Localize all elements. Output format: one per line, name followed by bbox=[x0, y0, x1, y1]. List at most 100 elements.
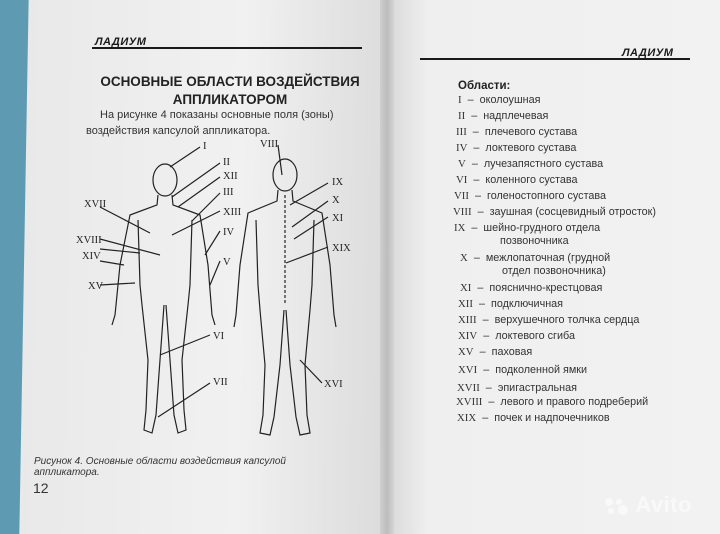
area-number: II bbox=[458, 110, 466, 122]
area-item: VI–коленного сустава bbox=[456, 174, 578, 186]
area-number: VIII bbox=[453, 206, 472, 218]
area-dash: – bbox=[482, 412, 489, 424]
area-description: шейно-грудного отдела bbox=[483, 222, 601, 234]
area-dash: – bbox=[479, 298, 486, 310]
area-number: IX bbox=[454, 222, 466, 234]
area-item: XII–подключичная bbox=[458, 298, 563, 310]
svg-text:III: III bbox=[223, 187, 234, 198]
watermark-text: Avito bbox=[635, 492, 692, 517]
area-number: XI bbox=[460, 282, 472, 294]
area-number: XII bbox=[458, 298, 473, 310]
area-number: XIV bbox=[458, 330, 478, 342]
area-number: III bbox=[456, 126, 467, 138]
area-item: IV–локтевого сустава bbox=[456, 142, 576, 154]
area-dash: – bbox=[473, 252, 480, 264]
svg-text:XVI: XVI bbox=[324, 379, 343, 390]
right-page bbox=[386, 0, 720, 534]
front-head bbox=[152, 163, 178, 197]
area-description: заушная (сосцевидный отросток) bbox=[489, 206, 656, 218]
avito-logo-icon bbox=[605, 498, 629, 516]
area-number: XIX bbox=[457, 412, 477, 424]
area-description: коленного сустава bbox=[485, 174, 578, 186]
area-number: IV bbox=[456, 142, 468, 154]
area-description: надплечевая bbox=[483, 110, 549, 122]
area-description: голеностопного сустава bbox=[487, 190, 607, 202]
svg-text:XI: XI bbox=[332, 213, 344, 224]
area-dash: – bbox=[471, 222, 478, 234]
header-rule-left bbox=[92, 47, 362, 49]
front-legs bbox=[137, 219, 193, 434]
area-description: верхушечного толчка сердца bbox=[494, 314, 640, 326]
svg-text:IV: IV bbox=[223, 227, 234, 238]
back-torso-arms bbox=[233, 189, 337, 328]
area-dash: – bbox=[473, 142, 480, 154]
area-number: XV bbox=[458, 346, 474, 358]
area-description: лучезапястного сустава bbox=[483, 158, 604, 170]
area-dash: – bbox=[467, 94, 474, 106]
running-head-right: ЛАДИУМ bbox=[622, 47, 674, 59]
running-head-left: ЛАДИУМ bbox=[95, 36, 147, 48]
area-dash: – bbox=[482, 314, 489, 326]
back-head bbox=[272, 158, 298, 192]
area-dash: – bbox=[485, 382, 492, 394]
area-description: пояснично-крестцовая bbox=[489, 282, 603, 294]
front-torso-arms bbox=[111, 194, 216, 326]
body-zones-figure: I II XII III XIII IV V VI VII VIII IX X … bbox=[76, 139, 351, 436]
section-title: ОСНОВНЫЕ ОБЛАСТИ ВОЗДЕЙСТВИЯ АППЛИКАТОРО… bbox=[100, 74, 360, 107]
area-dash: – bbox=[475, 190, 482, 202]
page-number: 12 bbox=[33, 480, 49, 496]
area-description: левого и правого подреберий bbox=[500, 396, 649, 408]
area-number: XVII bbox=[457, 382, 480, 394]
svg-text:XVIII: XVIII bbox=[76, 235, 102, 246]
figure-caption: Рисунок 4. Основные области воздействия … bbox=[34, 456, 286, 478]
svg-text:V: V bbox=[223, 257, 231, 268]
svg-text:XVII: XVII bbox=[84, 199, 107, 210]
area-dash: – bbox=[483, 364, 490, 376]
svg-text:X: X bbox=[332, 195, 340, 206]
back-legs bbox=[255, 219, 315, 436]
area-dash: – bbox=[477, 282, 484, 294]
area-dash: – bbox=[472, 126, 479, 138]
area-item: XIX–почек и надпочечников bbox=[457, 412, 610, 424]
svg-text:VII: VII bbox=[213, 377, 228, 388]
area-item: XIII–верхушечного толчка сердца bbox=[458, 314, 639, 326]
area-number: VII bbox=[454, 190, 469, 202]
area-item: XVII–эпигастральная bbox=[457, 382, 577, 394]
areas-title: Области: bbox=[458, 80, 511, 92]
svg-text:II: II bbox=[223, 157, 230, 168]
svg-text:XIV: XIV bbox=[82, 251, 101, 262]
area-dash: – bbox=[471, 158, 478, 170]
area-item: XVIII–левого и правого подреберий bbox=[456, 396, 648, 408]
area-dash: – bbox=[477, 206, 484, 218]
area-description: межлопаточная (грудной bbox=[485, 252, 611, 264]
area-item: I–околоушная bbox=[458, 94, 540, 106]
svg-text:IX: IX bbox=[332, 177, 343, 188]
svg-text:VIII: VIII bbox=[260, 139, 279, 150]
area-number: XVI bbox=[458, 364, 478, 376]
area-number: X bbox=[460, 252, 468, 264]
svg-text:XIX: XIX bbox=[332, 243, 351, 254]
area-description: локтевого сгиба bbox=[495, 330, 575, 342]
area-number: I bbox=[458, 94, 462, 106]
area-dash: – bbox=[473, 174, 480, 186]
svg-text:XIII: XIII bbox=[223, 207, 242, 218]
area-item: XIV–локтевого сгиба bbox=[458, 330, 575, 342]
area-description-continued: позвоночника bbox=[500, 235, 569, 247]
area-number: XIII bbox=[458, 314, 477, 326]
book-spine bbox=[380, 0, 394, 534]
svg-text:I: I bbox=[203, 141, 207, 152]
area-item: II–надплечевая bbox=[458, 110, 548, 122]
area-description: плечевого сустава bbox=[484, 126, 578, 138]
area-description: эпигастральная bbox=[497, 382, 577, 394]
area-description: локтевого сустава bbox=[485, 142, 577, 154]
area-number: XVIII bbox=[456, 396, 483, 408]
area-item: XV–паховая bbox=[458, 346, 532, 358]
area-description: околоушная bbox=[479, 94, 541, 106]
area-number: V bbox=[458, 158, 466, 170]
area-number: VI bbox=[456, 174, 468, 186]
svg-text:VI: VI bbox=[213, 331, 225, 342]
area-item: V–лучезапястного сустава bbox=[458, 158, 603, 170]
header-rule-right bbox=[420, 58, 690, 60]
